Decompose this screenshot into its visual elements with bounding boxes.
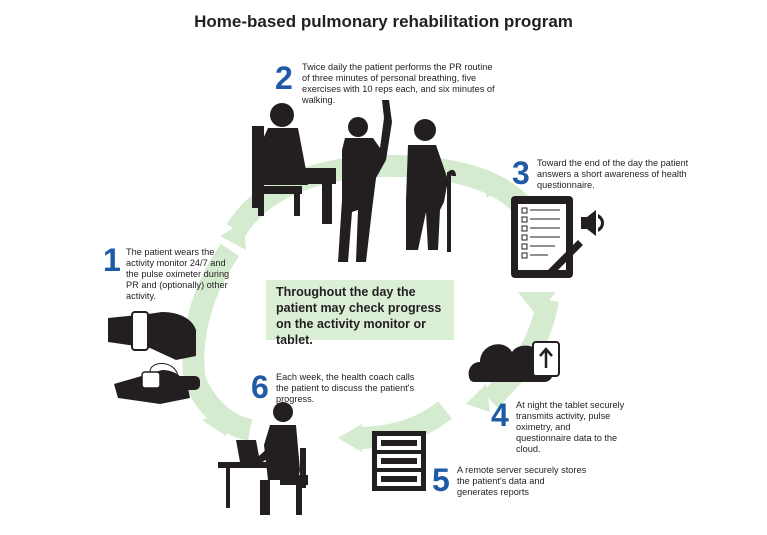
seated-patient-icon bbox=[252, 103, 336, 224]
step-6-number: 6 bbox=[251, 369, 269, 405]
page-title: Home-based pulmonary rehabilitation prog… bbox=[194, 12, 573, 31]
step-1-text: The patient wears the activity monitor 2… bbox=[126, 247, 230, 301]
wrist-activity-monitor-icon bbox=[108, 311, 196, 360]
cloud-upload-icon bbox=[468, 341, 560, 382]
step-4-text: At night the tablet securely transmits a… bbox=[516, 400, 625, 454]
center-note: Throughout the day the patient may check… bbox=[276, 285, 442, 347]
step-5-text: A remote server securely stores the pati… bbox=[457, 465, 587, 497]
step-2-number: 2 bbox=[275, 60, 293, 96]
walking-patient-icon bbox=[406, 119, 456, 252]
step-1-number: 1 bbox=[103, 242, 121, 278]
stretching-patient-icon bbox=[338, 100, 392, 262]
step-5-number: 5 bbox=[432, 462, 450, 498]
cycle-arrowheads bbox=[202, 170, 556, 452]
step-3-number: 3 bbox=[512, 155, 530, 191]
health-coach-laptop-icon bbox=[218, 402, 308, 515]
server-icon bbox=[372, 431, 426, 491]
center-note-box bbox=[266, 280, 454, 340]
step-2-text: Twice daily the patient performs the PR … bbox=[302, 62, 495, 105]
speaker-icon bbox=[581, 210, 604, 236]
step-6-text: Each week, the health coach calls the pa… bbox=[276, 372, 415, 404]
step-3-text: Toward the end of the day the patient an… bbox=[537, 158, 689, 190]
tablet-questionnaire-icon bbox=[511, 196, 583, 278]
pulse-oximeter-icon bbox=[114, 363, 200, 404]
step-4-number: 4 bbox=[491, 397, 509, 433]
